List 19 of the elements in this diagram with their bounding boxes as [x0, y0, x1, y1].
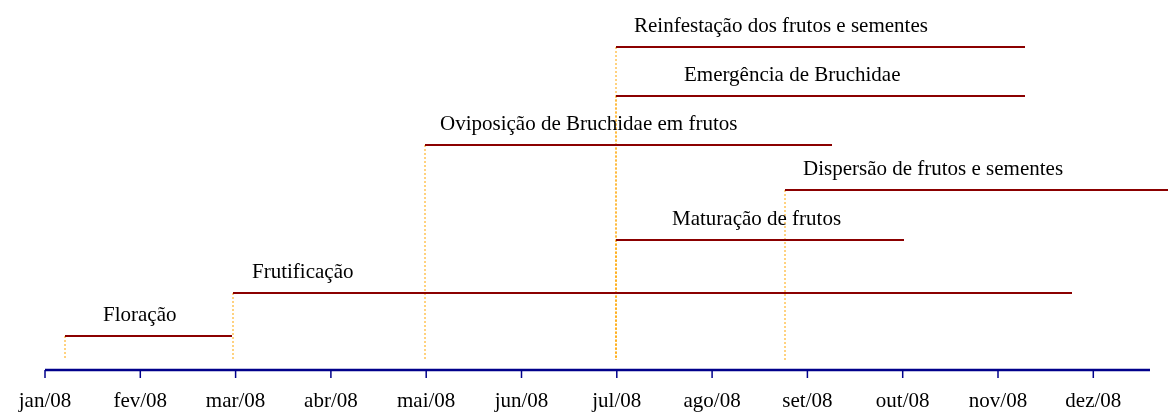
- month-label: jul/08: [592, 388, 642, 412]
- month-label: mar/08: [205, 388, 266, 412]
- phase-label: Dispersão de frutos e sementes: [803, 156, 1064, 180]
- month-label: jun/08: [494, 388, 549, 412]
- month-label: abr/08: [304, 388, 358, 412]
- month-label: out/08: [875, 388, 930, 412]
- month-label: mai/08: [397, 388, 456, 412]
- month-label: fev/08: [113, 388, 168, 412]
- month-label: dez/08: [1065, 388, 1122, 412]
- phase-label: Maturação de frutos: [672, 206, 842, 230]
- month-label: set/08: [782, 388, 833, 412]
- phase-label: Reinfestação dos frutos e sementes: [634, 13, 928, 37]
- month-label: ago/08: [683, 388, 741, 412]
- phase-label: Floração: [103, 302, 177, 326]
- month-label: jan/08: [18, 388, 72, 412]
- phase-label: Emergência de Bruchidae: [684, 62, 901, 86]
- phase-label: Oviposição de Bruchidae em frutos: [440, 111, 738, 135]
- month-label: nov/08: [968, 388, 1028, 412]
- phase-label: Frutificação: [252, 259, 354, 283]
